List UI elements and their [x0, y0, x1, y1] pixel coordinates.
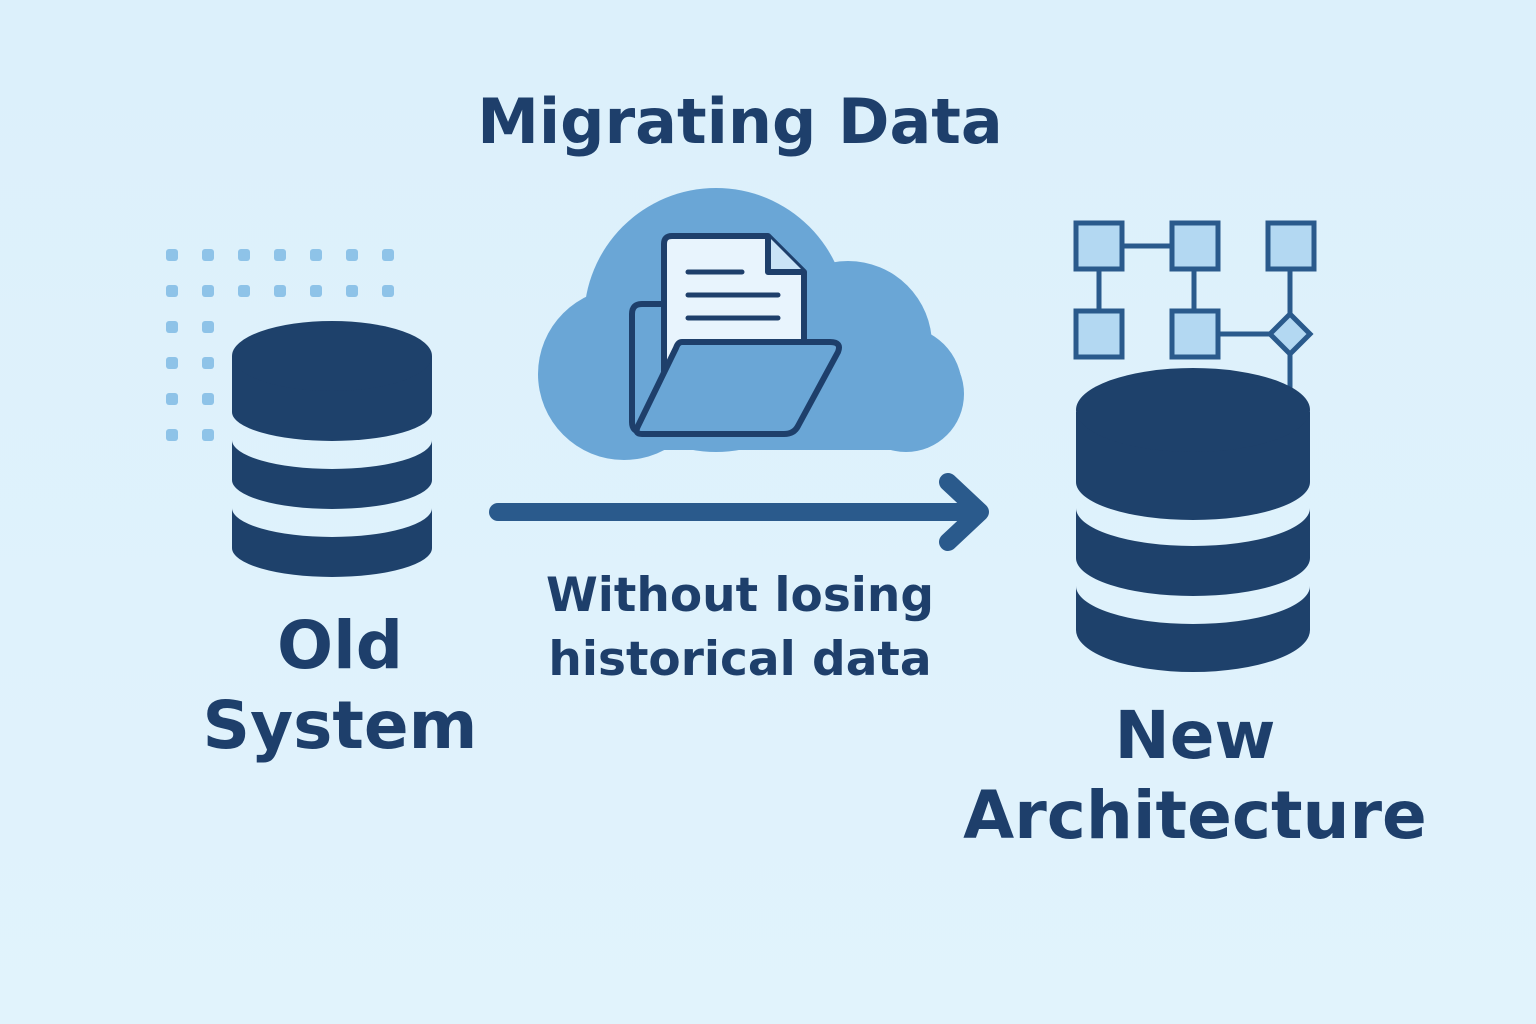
decorative-dot	[382, 285, 394, 297]
decorative-dot	[166, 321, 178, 333]
decorative-dot	[202, 249, 214, 261]
decorative-dot	[274, 285, 286, 297]
old-system-label-line1: Old	[277, 607, 403, 684]
decorative-dot	[310, 249, 322, 261]
old-db-top	[232, 321, 432, 391]
folder-icon	[633, 339, 842, 437]
decorative-dot	[166, 393, 178, 405]
decorative-dot	[238, 285, 250, 297]
decorative-dot	[274, 249, 286, 261]
network-node	[1169, 220, 1221, 272]
old-db-bottom-segment	[232, 508, 432, 577]
decorative-dot	[202, 429, 214, 441]
decorative-dot	[310, 285, 322, 297]
decorative-dot	[202, 285, 214, 297]
decorative-dot	[202, 357, 214, 369]
transfer-caption-line1: Without losing	[545, 568, 935, 623]
new-db-middle-segment	[1076, 508, 1310, 596]
network-node	[1169, 308, 1221, 360]
transfer-caption: Without losing historical data	[480, 564, 1000, 692]
new-architecture-label-line1: New	[1114, 697, 1276, 774]
network-diagram-icon	[1073, 220, 1317, 392]
new-db-top	[1076, 368, 1310, 452]
decorative-dot	[202, 321, 214, 333]
decorative-dot	[382, 249, 394, 261]
decorative-dot	[166, 357, 178, 369]
decorative-dot	[166, 429, 178, 441]
decorative-dot	[238, 249, 250, 261]
decorative-dot	[202, 393, 214, 405]
transfer-caption-line2: historical data	[548, 632, 932, 687]
network-node	[1265, 220, 1317, 272]
new-architecture-label: New Architecture	[940, 696, 1450, 856]
old-db-middle-segment	[232, 440, 432, 509]
network-node	[1073, 220, 1125, 272]
old-system-database-icon	[232, 321, 432, 577]
decorative-dot	[346, 285, 358, 297]
old-system-label: Old System	[140, 606, 540, 766]
new-db-bottom-segment	[1076, 586, 1310, 672]
network-decision-node	[1266, 310, 1314, 358]
old-system-label-line2: System	[202, 687, 478, 764]
decorative-dot	[166, 285, 178, 297]
network-node	[1073, 308, 1125, 360]
decorative-dot	[166, 249, 178, 261]
decorative-dot	[346, 249, 358, 261]
dot-grid-decoration	[166, 249, 394, 441]
new-architecture-label-line2: Architecture	[963, 777, 1427, 854]
diagram-title: Migrating Data	[477, 85, 1003, 158]
new-architecture-database-icon	[1076, 368, 1310, 672]
arrow-right-icon	[489, 473, 989, 551]
